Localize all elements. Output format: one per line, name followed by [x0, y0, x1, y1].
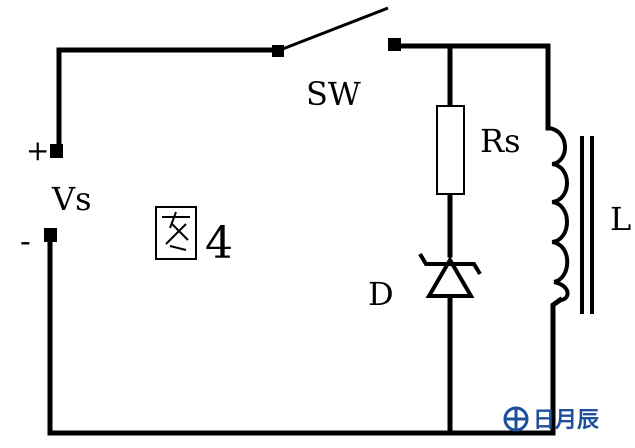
watermark-text: 日月辰 [533, 408, 599, 433]
inductor [547, 126, 570, 302]
source-label: Vs [51, 180, 92, 218]
wire-bottom [47, 229, 556, 436]
switch [272, 6, 401, 57]
inductor-label: L [610, 200, 631, 238]
figure-number: 4 [205, 218, 233, 269]
zener-diode [418, 252, 482, 298]
source-minus-label: - [20, 222, 31, 260]
diode-triangle [425, 256, 475, 298]
switch-label: SW [306, 75, 361, 113]
diode-label: D [368, 275, 394, 313]
wire-top-right [392, 43, 551, 131]
diode-bar [418, 252, 482, 276]
figure-glyph [155, 206, 197, 260]
watermark: 日月辰 [503, 406, 599, 433]
source-plus-label: + [26, 134, 49, 167]
resistor-label: Rs [480, 122, 521, 160]
source-plus-terminal [50, 144, 63, 158]
wire-top-left [56, 47, 279, 153]
resistor-body [436, 105, 465, 195]
source-minus-terminal [44, 228, 57, 242]
switch-right-contact [388, 38, 401, 51]
switch-lever [279, 6, 389, 52]
wire-inductor-bottom [550, 296, 564, 436]
switch-left-contact [272, 45, 284, 57]
